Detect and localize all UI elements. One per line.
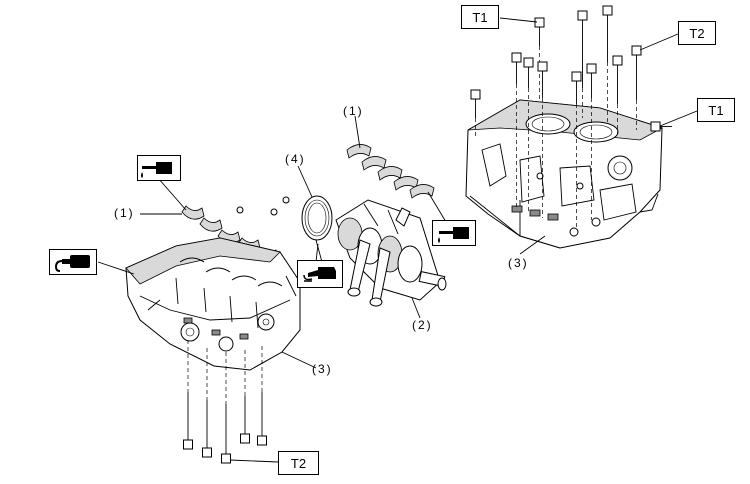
oil-seal <box>301 195 333 241</box>
crankshaft-assembly <box>335 199 447 307</box>
callout-block-left: (3) <box>312 362 333 376</box>
callout-bearing-upper: (1) <box>343 104 364 118</box>
bolts-right-block <box>470 5 672 230</box>
oil-can-icon <box>137 155 181 181</box>
callout-oil-seal: (4) <box>285 152 306 166</box>
oil-can-icon-right <box>432 220 476 246</box>
cylinder-block-right <box>465 99 664 249</box>
callout-bearing-lower: (1) <box>114 206 135 220</box>
sealant-tube-icon <box>49 249 97 275</box>
torque-label-t1-right: T1 <box>697 98 735 122</box>
callout-block-right: (3) <box>508 256 529 270</box>
torque-label-t1-top: T1 <box>461 5 499 29</box>
callout-crankshaft: (2) <box>412 318 433 332</box>
cylinder-block-left <box>125 237 301 371</box>
bolts-left-block <box>183 340 267 464</box>
torque-label-t2-bottom: T2 <box>278 451 319 475</box>
grease-hand-icon <box>297 260 343 288</box>
main-bearings-upper <box>346 144 435 199</box>
torque-label-t2-top: T2 <box>678 21 716 45</box>
